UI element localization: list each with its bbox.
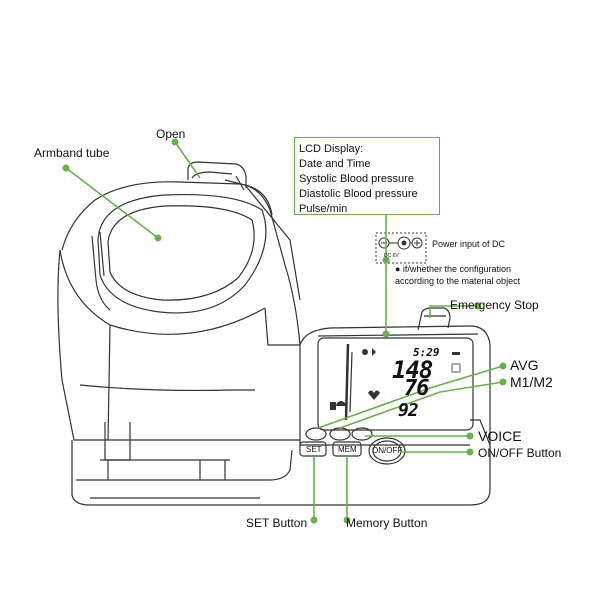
armband-opening bbox=[91, 194, 267, 314]
lcd-pulse: 92 bbox=[398, 400, 419, 421]
device-base bbox=[71, 419, 491, 506]
lcd-icons bbox=[330, 348, 461, 410]
onoff-button-label: ON/OFF Button bbox=[478, 446, 562, 460]
lcd-time: 5:29 bbox=[413, 346, 440, 359]
configuration-note-line1: ● if/whether the configuration bbox=[395, 264, 512, 274]
cuff-housing bbox=[57, 179, 301, 441]
open-handle bbox=[187, 161, 247, 191]
configuration-note-line2: according to the material object bbox=[395, 276, 521, 286]
lcd-diastolic: 76 bbox=[404, 376, 429, 401]
set-key-label: SET bbox=[306, 445, 322, 454]
lcd-item-systolic: Systolic Blood pressure bbox=[299, 173, 414, 185]
avg-label: AVG bbox=[510, 357, 539, 373]
emergency-stop-button bbox=[417, 307, 451, 331]
lcd-screen bbox=[317, 337, 474, 431]
armband-tube-label: Armband tube bbox=[34, 146, 110, 160]
dc-label: DC 6V bbox=[384, 253, 399, 259]
onoff-key-label: ON/OFF bbox=[372, 446, 403, 455]
lcd-display-callout: LCD Display: Date and Time Systolic Bloo… bbox=[294, 137, 440, 215]
monitor-body bbox=[299, 325, 491, 446]
lcd-display-title: LCD Display: bbox=[299, 143, 364, 155]
dc-input-symbol bbox=[375, 232, 427, 264]
callout-dots bbox=[62, 138, 507, 524]
callout-lines bbox=[65, 141, 504, 520]
set-button-label: SET Button bbox=[246, 516, 308, 530]
mem-key-label: MEM bbox=[338, 445, 357, 454]
lcd-item-date-time: Date and Time bbox=[299, 158, 371, 170]
open-label: Open bbox=[156, 127, 186, 141]
memory-button-label: Memory Button bbox=[346, 516, 428, 530]
m1m2-label: M1/M2 bbox=[510, 374, 553, 390]
emergency-stop-label: Emergency Stop bbox=[450, 298, 539, 312]
lcd-systolic: 148 bbox=[392, 356, 433, 384]
lcd-item-pulse: Pulse/min bbox=[299, 203, 348, 215]
lcd-item-diastolic: Diastolic Blood pressure bbox=[299, 188, 418, 200]
voice-label: VOICE bbox=[478, 428, 522, 444]
power-input-label: Power input of DC bbox=[432, 239, 506, 249]
